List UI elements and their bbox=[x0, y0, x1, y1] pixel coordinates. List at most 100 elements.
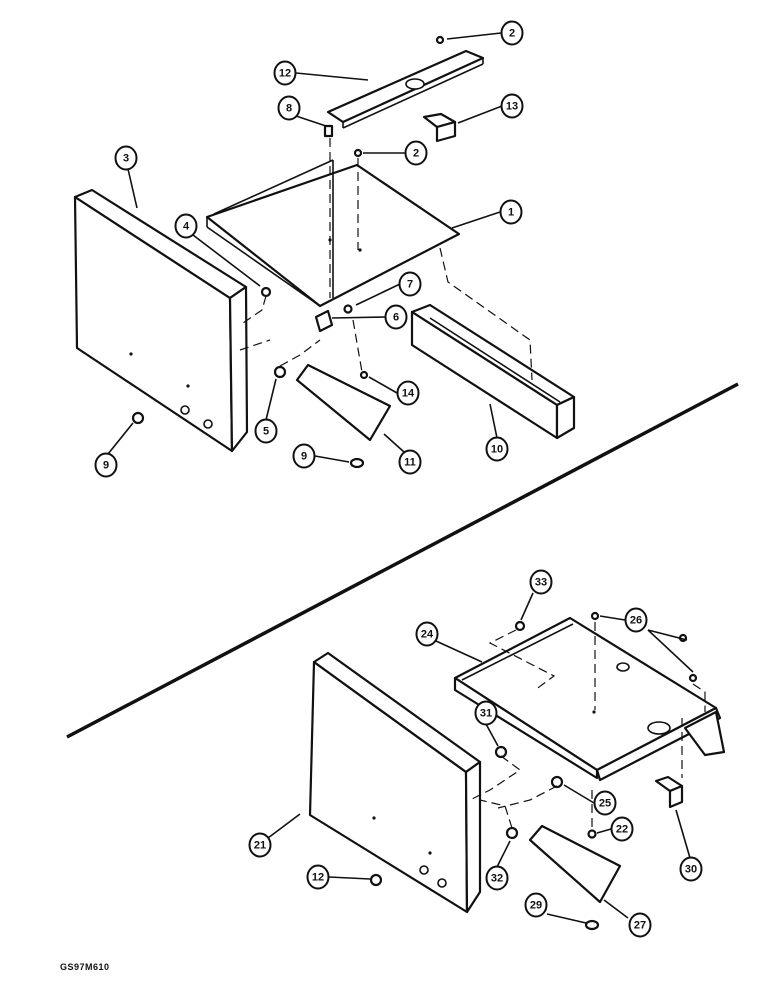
callout-32: 32 bbox=[485, 865, 509, 891]
callout-circle bbox=[628, 912, 652, 938]
part-21-side-panel bbox=[308, 651, 482, 914]
callout-number: 30 bbox=[685, 864, 697, 876]
part-6-clip bbox=[314, 309, 334, 333]
callout-circle bbox=[485, 436, 509, 462]
callout-31: 31 bbox=[474, 700, 498, 726]
callout-number: 9 bbox=[301, 451, 307, 463]
callout-12: 12 bbox=[306, 864, 330, 890]
callout-number: 11 bbox=[404, 457, 416, 469]
callout-circle bbox=[624, 607, 648, 633]
callout-circle bbox=[398, 449, 422, 475]
callout-circle bbox=[415, 621, 439, 647]
callout-circle bbox=[396, 380, 420, 406]
callout-circle bbox=[248, 832, 272, 858]
callout-21: 21 bbox=[248, 832, 272, 858]
callout-number: 29 bbox=[530, 900, 542, 912]
callout-circle bbox=[292, 443, 316, 469]
callout-circle bbox=[398, 271, 422, 297]
callout-number: 32 bbox=[491, 873, 503, 885]
callout-2: 2 bbox=[500, 20, 524, 46]
bottom-hardware bbox=[369, 611, 698, 931]
callout-number: 6 bbox=[393, 312, 399, 324]
callout-25: 25 bbox=[593, 790, 617, 816]
bottom-hidden-lines bbox=[469, 622, 706, 830]
callout-9: 9 bbox=[94, 452, 118, 478]
callout-5: 5 bbox=[254, 418, 278, 444]
part-27-plate bbox=[528, 824, 622, 904]
callout-number: 13 bbox=[506, 101, 518, 113]
callout-9: 9 bbox=[292, 443, 316, 469]
callout-number: 22 bbox=[616, 824, 628, 836]
part-11-plate bbox=[295, 363, 392, 442]
callout-circle bbox=[94, 452, 118, 478]
callout-number: 12 bbox=[279, 68, 291, 80]
part-12-strip bbox=[326, 49, 485, 129]
callout-circle bbox=[384, 304, 408, 330]
callout-circle bbox=[254, 418, 278, 444]
callout-number: 2 bbox=[413, 148, 419, 160]
callout-circle bbox=[610, 816, 634, 842]
callout-11: 11 bbox=[398, 449, 422, 475]
callout-number: 5 bbox=[263, 426, 269, 438]
top-hidden-lines bbox=[239, 138, 533, 381]
callout-number: 24 bbox=[421, 629, 434, 641]
callout-number: 14 bbox=[402, 388, 415, 400]
callout-circle bbox=[500, 20, 524, 46]
callout-24: 24 bbox=[415, 621, 439, 647]
callout-30: 30 bbox=[679, 856, 703, 882]
callout-number: 12 bbox=[312, 872, 324, 884]
callout-33: 33 bbox=[529, 569, 553, 595]
part-10-channel bbox=[410, 303, 576, 440]
callout-circle bbox=[273, 60, 297, 86]
callout-number: 7 bbox=[407, 279, 413, 291]
callout-number: 10 bbox=[491, 444, 503, 456]
part-1-top-plate bbox=[205, 159, 461, 308]
callout-number: 2 bbox=[509, 28, 515, 40]
callout-circle bbox=[485, 865, 509, 891]
callout-circle bbox=[306, 864, 330, 890]
callout-number: 25 bbox=[599, 798, 611, 810]
callout-26: 26 bbox=[624, 607, 648, 633]
section-divider bbox=[66, 382, 739, 739]
callout-1: 1 bbox=[499, 199, 523, 225]
callout-22: 22 bbox=[610, 816, 634, 842]
callout-circle bbox=[277, 95, 301, 121]
callout-29: 29 bbox=[524, 892, 548, 918]
callout-circle bbox=[474, 700, 498, 726]
callout-4: 4 bbox=[174, 213, 198, 239]
part-3-side-panel bbox=[73, 188, 249, 453]
callout-number: 3 bbox=[123, 153, 129, 165]
callout-8: 8 bbox=[277, 95, 301, 121]
callout-number: 26 bbox=[630, 615, 642, 627]
part-30-bracket bbox=[654, 775, 684, 809]
callout-circle bbox=[524, 892, 548, 918]
part-13-bracket bbox=[422, 112, 457, 143]
callout-2: 2 bbox=[404, 140, 428, 166]
callout-number: 9 bbox=[103, 460, 109, 472]
top-hardware bbox=[131, 35, 445, 469]
callout-12: 12 bbox=[273, 60, 297, 86]
figure-code: GS97M610 bbox=[60, 962, 110, 972]
callout-7: 7 bbox=[398, 271, 422, 297]
callout-circle bbox=[529, 569, 553, 595]
callout-circle bbox=[174, 213, 198, 239]
callout-circle bbox=[404, 140, 428, 166]
callout-number: 27 bbox=[634, 920, 646, 932]
callout-10: 10 bbox=[485, 436, 509, 462]
callout-number: 31 bbox=[480, 708, 492, 720]
callout-circle bbox=[679, 856, 703, 882]
callout-circle bbox=[499, 199, 523, 225]
callout-14: 14 bbox=[396, 380, 420, 406]
callout-number: 21 bbox=[254, 840, 266, 852]
callout-leaders bbox=[107, 32, 694, 924]
part-24-tray bbox=[453, 616, 726, 782]
callout-6: 6 bbox=[384, 304, 408, 330]
callout-circle bbox=[114, 145, 138, 171]
callout-circle bbox=[500, 93, 524, 119]
callout-number: 4 bbox=[183, 221, 190, 233]
callout-number: 8 bbox=[286, 103, 292, 115]
callout-3: 3 bbox=[114, 145, 138, 171]
callout-circle bbox=[593, 790, 617, 816]
